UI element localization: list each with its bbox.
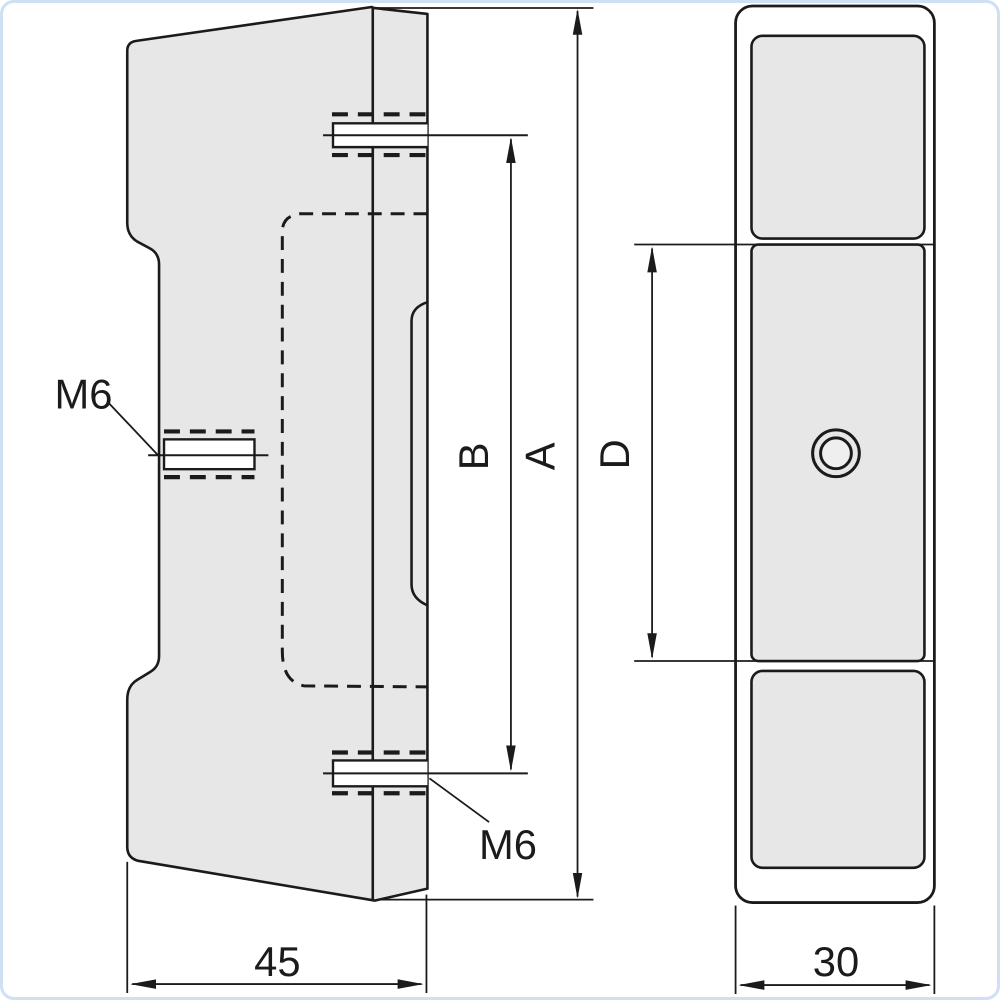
dim-label-a: A bbox=[517, 442, 564, 470]
m6-label-top: M6 bbox=[55, 371, 113, 418]
m6-label-bottom: M6 bbox=[479, 821, 537, 868]
extension-lines bbox=[126, 7, 936, 995]
side-view-body bbox=[125, 5, 429, 902]
dimension-D: D bbox=[591, 246, 657, 660]
front-panel-top bbox=[750, 34, 926, 240]
threaded-hole-left bbox=[148, 429, 269, 480]
side-view: M6 M6 bbox=[55, 5, 537, 902]
dimension-width-30: 30 bbox=[738, 938, 932, 990]
dim-label-30: 30 bbox=[813, 938, 859, 985]
dim-label-d: D bbox=[591, 439, 638, 469]
dimensions: B A D 45 30 bbox=[126, 7, 936, 995]
leader-line-m6-top bbox=[107, 401, 159, 456]
dimension-depth-45: 45 bbox=[130, 938, 424, 989]
dim-label-b: B bbox=[450, 442, 497, 470]
front-panel-bottom bbox=[750, 669, 926, 870]
leader-line-m6-bottom bbox=[428, 777, 490, 823]
handle-technical-drawing: M6 M6 B A bbox=[55, 4, 936, 995]
threaded-hole-bottom bbox=[323, 750, 528, 796]
dim-label-45: 45 bbox=[254, 938, 300, 985]
cylinder-hole-inner bbox=[819, 436, 853, 471]
dimension-A: A bbox=[517, 8, 583, 899]
front-view bbox=[734, 4, 936, 904]
dimension-B: B bbox=[450, 137, 516, 772]
cylinder-hole-outer bbox=[811, 428, 861, 479]
threaded-hole-top bbox=[323, 112, 528, 158]
recess-profile bbox=[410, 300, 428, 607]
